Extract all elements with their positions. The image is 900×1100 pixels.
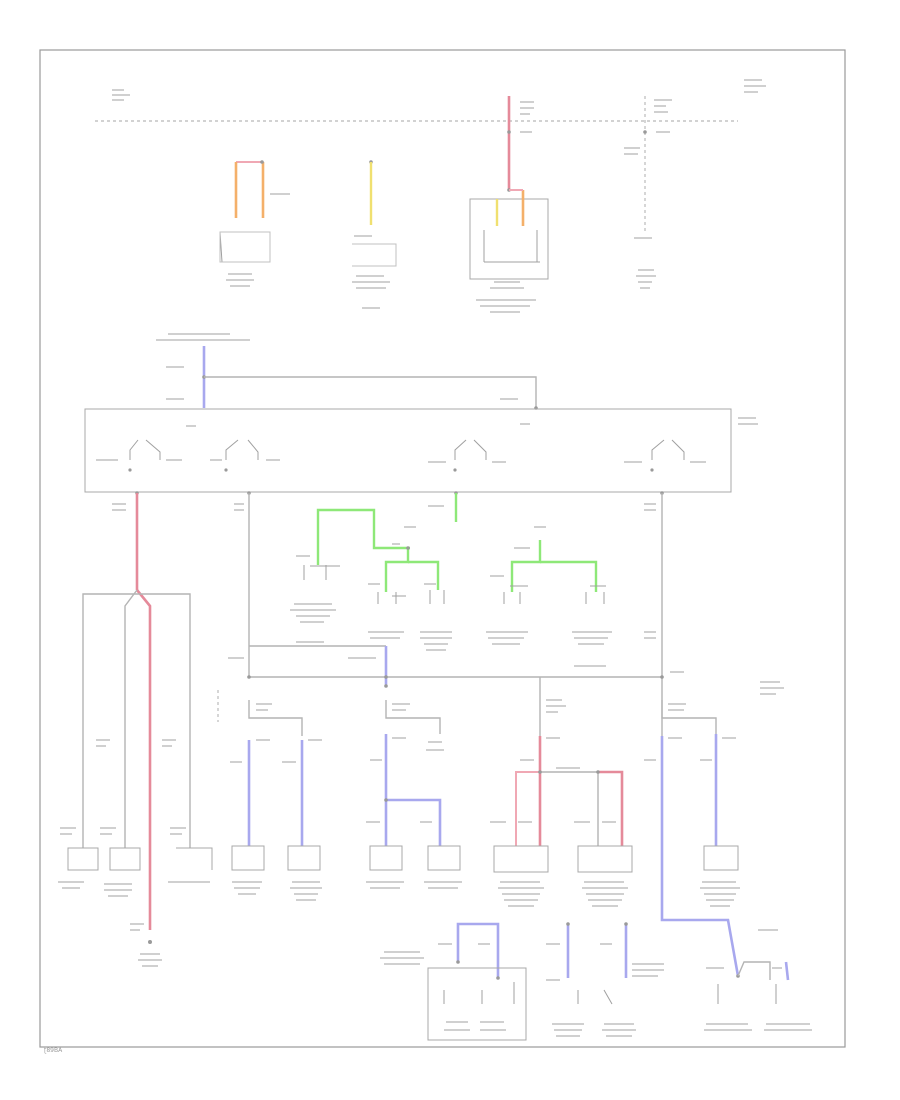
fuse-group-1	[230, 700, 322, 901]
diagram-frame	[39, 49, 846, 1048]
bottom-relay-box	[380, 922, 527, 1041]
main-relay-box	[84, 408, 758, 495]
fuse-group-4	[644, 700, 740, 977]
top-sensor-yellow	[352, 160, 397, 309]
top-switch-left	[219, 160, 290, 287]
bottom-right-sensors	[704, 929, 812, 1031]
green-sensor-group	[290, 493, 612, 651]
figure-id: ʈ89BA	[44, 1047, 63, 1054]
left-ignition-section	[58, 493, 213, 967]
top-right-sensor	[624, 96, 672, 289]
top-fuse-bus	[95, 79, 766, 122]
top-relay-box	[469, 96, 549, 313]
bottom-sensor-a	[546, 922, 584, 1037]
bottom-sensor-b	[600, 922, 664, 1037]
main-feed	[156, 333, 538, 410]
fuse-group-2	[366, 700, 462, 889]
fuse-group-3	[490, 677, 633, 907]
